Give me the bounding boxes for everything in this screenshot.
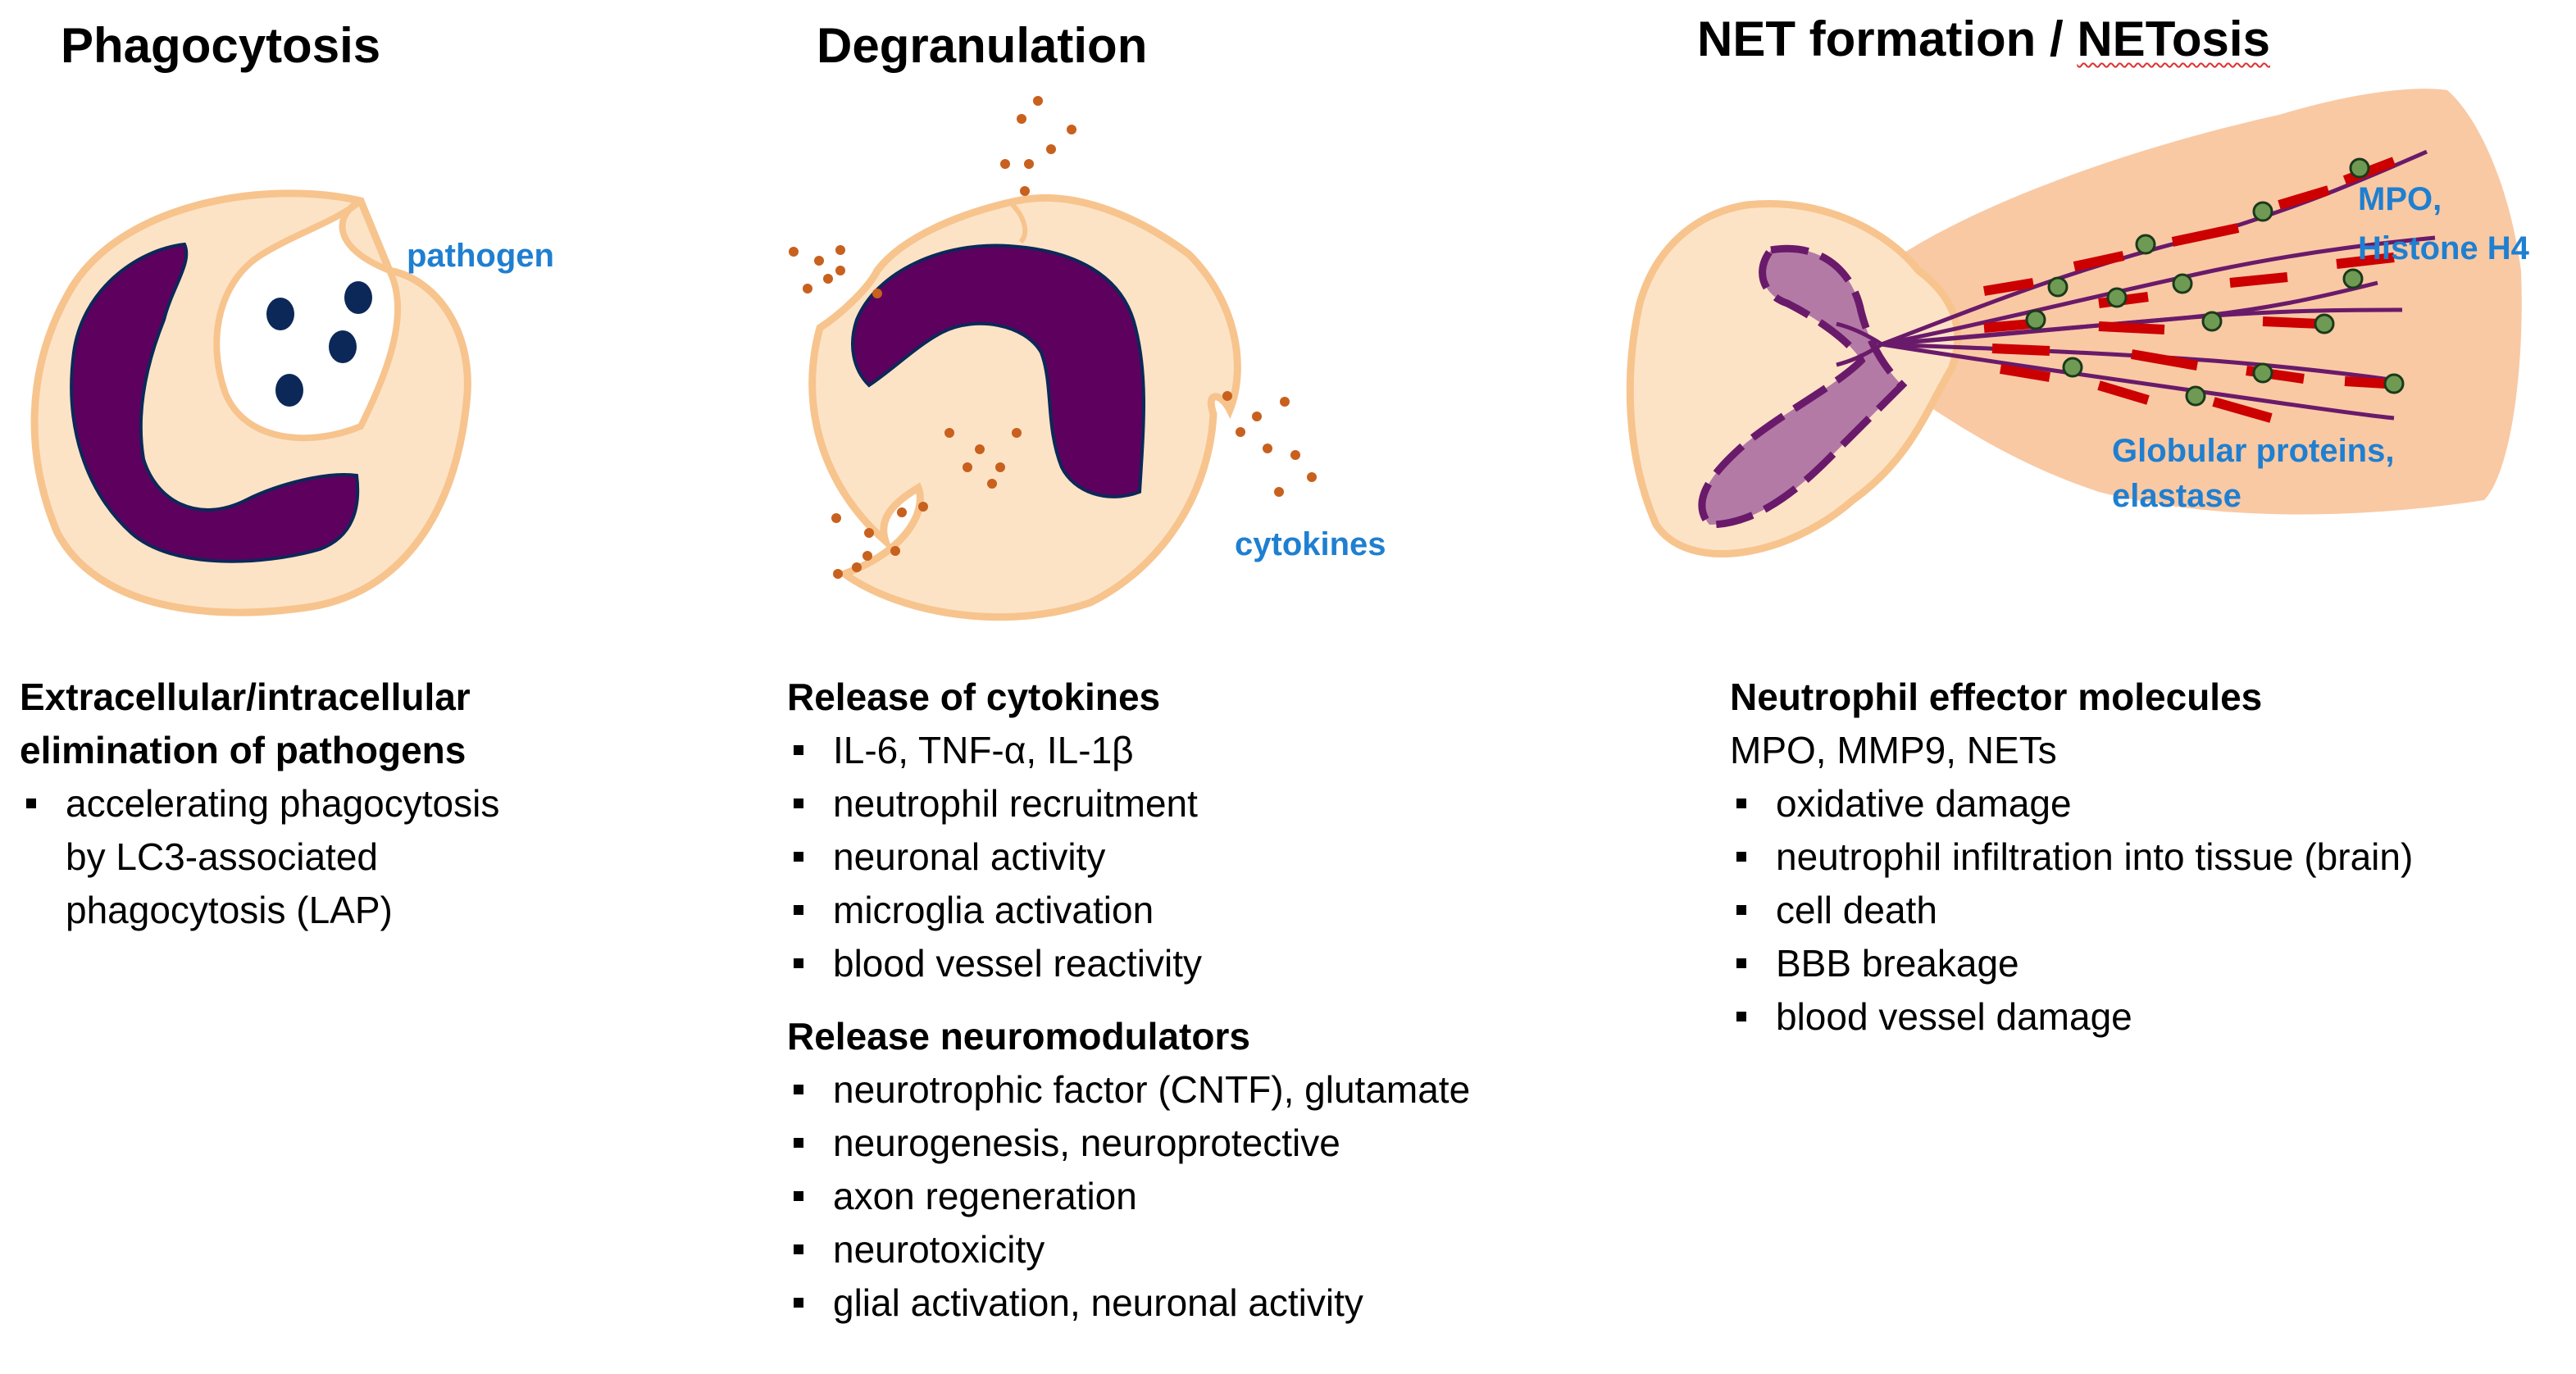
neuromodulators-list-item: neurotrophic factor (CNTF), glutamate — [787, 1063, 1656, 1117]
neuromodulators-list-item: neurogenesis, neuroprotective — [787, 1117, 1656, 1170]
mpo-label-line2: Histone H4 — [2358, 230, 2530, 266]
netosis-cytoplasm — [1626, 200, 1962, 557]
degranulating-nucleus — [851, 243, 1145, 498]
netosis-cell: MPO, Histone H4 Globular proteins, elast… — [1626, 89, 2530, 557]
phagocytosis-text-block: Extracellular/intracellular elimination … — [20, 671, 594, 937]
cytokines-list-item: neutrophil recruitment — [787, 777, 1656, 830]
phagocytosis-cell: pathogen — [30, 189, 554, 616]
cytokines-section-heading: Release of cytokines — [787, 676, 1161, 718]
netosis-text-block: Neutrophil effector molecules MPO, MMP9,… — [1730, 671, 2566, 1044]
netosis-list-item: blood vessel damage — [1730, 990, 2566, 1044]
neuromodulators-section-heading: Release neuromodulators — [787, 1015, 1250, 1058]
cytokines-list-item: neuronal activity — [787, 830, 1656, 884]
netosis-subheading: MPO, MMP9, NETs — [1730, 729, 2057, 771]
phagocytosis-list-item: accelerating phagocytosis by LC3-associa… — [20, 777, 544, 937]
pathogen-particle — [329, 330, 357, 363]
cytokines-list: IL-6, TNF-α, IL-1β neutrophil recruitmen… — [787, 724, 1656, 990]
chromatin-fibers — [1836, 149, 2436, 421]
neuromodulators-list-item: neurotoxicity — [787, 1223, 1656, 1276]
cytokines-list-item: microglia activation — [787, 884, 1656, 937]
globular-label-line2: elastase — [2112, 478, 2241, 514]
neuromodulators-list-item: glial activation, neuronal activity — [787, 1276, 1656, 1330]
netosis-list: oxidative damage neutrophil infiltration… — [1730, 777, 2566, 1044]
pathogen-particle — [266, 298, 294, 330]
netosis-list-item: BBB breakage — [1730, 937, 2566, 990]
mpo-label-line1: MPO, — [2358, 181, 2442, 217]
netosis-title-term: NETosis — [2077, 11, 2270, 66]
neuromodulators-list-item: axon regeneration — [787, 1170, 1656, 1223]
netosis-list-item: oxidative damage — [1730, 777, 2566, 830]
cytokines-label: cytokines — [1235, 526, 1386, 562]
cytokines-list-item: blood vessel reactivity — [787, 937, 1656, 990]
degranulation-text-block: Release of cytokines IL-6, TNF-α, IL-1β … — [787, 671, 1656, 1330]
degranulation-cell: cytokines — [789, 96, 1386, 621]
cytokines-list-item: IL-6, TNF-α, IL-1β — [787, 724, 1656, 777]
globular-label-line1: Globular proteins, — [2112, 433, 2394, 469]
netosis-list-item: cell death — [1730, 884, 2566, 937]
pathogen-label: pathogen — [407, 238, 554, 274]
phagosome-vacuole — [213, 198, 402, 442]
netosis-heading: Neutrophil effector molecules — [1730, 676, 2263, 718]
phagocytosis-heading-line2: elimination of pathogens — [20, 729, 467, 771]
netosis-title: NET formation / NETosis — [1697, 10, 2270, 69]
net-cloud — [1877, 89, 2522, 515]
neuromodulators-list: neurotrophic factor (CNTF), glutamate ne… — [787, 1063, 1656, 1330]
decondensed-nucleus — [1698, 244, 1908, 529]
phagocytosis-title: Phagocytosis — [61, 18, 381, 73]
netosis-title-prefix: NET formation / — [1697, 11, 2078, 66]
degranulating-cell-notch-top — [1010, 202, 1028, 244]
phagocytosis-list: accelerating phagocytosis by LC3-associa… — [20, 777, 544, 937]
cytokine-granules — [789, 96, 1317, 579]
pathogen-particle — [344, 281, 372, 314]
histone-beads — [2025, 157, 2405, 407]
degranulation-title: Degranulation — [817, 18, 1148, 73]
netosis-list-item: neutrophil infiltration into tissue (bra… — [1730, 830, 2566, 884]
phagocytosis-heading-line1: Extracellular/intracellular — [20, 676, 471, 718]
phagocyte-nucleus — [70, 242, 360, 563]
pathogen-particle — [275, 374, 303, 407]
